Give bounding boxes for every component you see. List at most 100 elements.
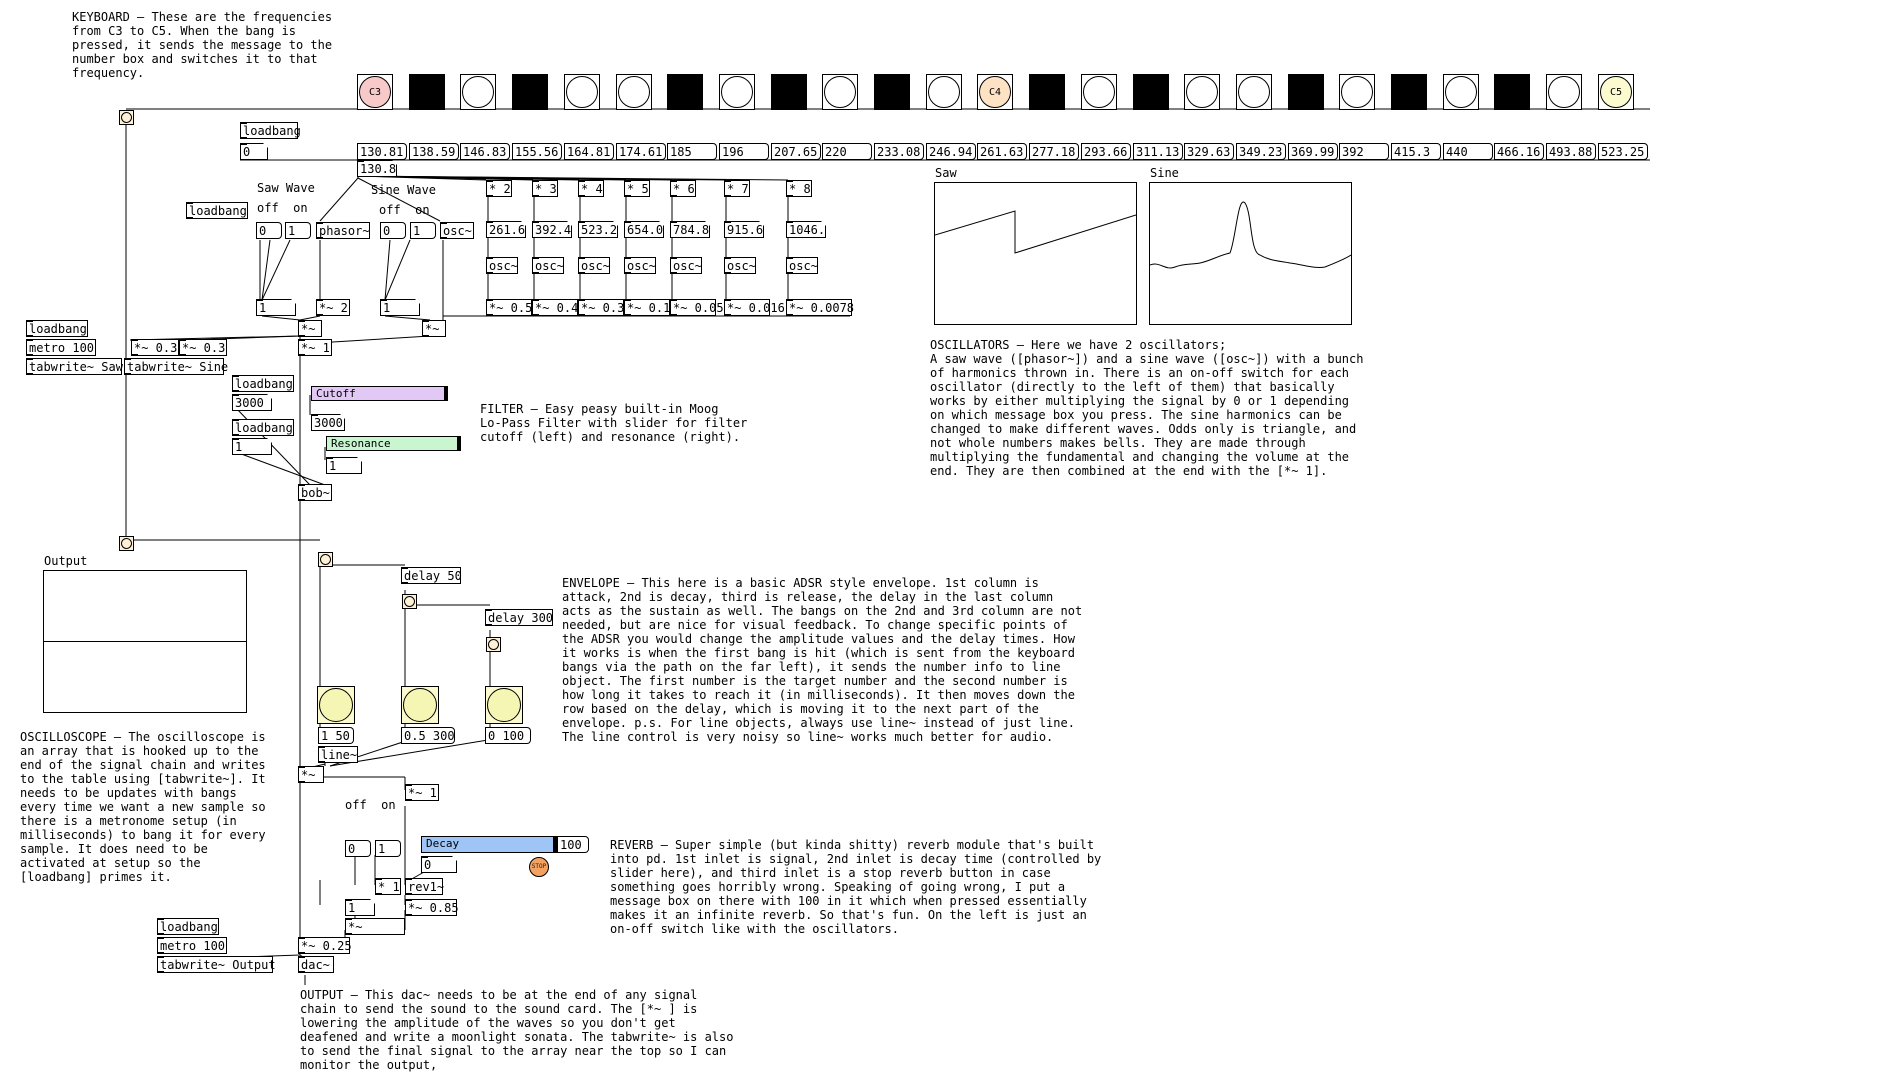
release-bang[interactable]: [486, 637, 501, 652]
freq-message-2[interactable]: 146.83: [460, 143, 510, 160]
freq-message-9[interactable]: 220: [822, 143, 872, 160]
harmonic-osc-5[interactable]: osc~: [724, 257, 756, 274]
sine-gain-number[interactable]: 1: [380, 299, 420, 316]
harmonic-mult-6[interactable]: * 8: [786, 180, 812, 197]
freq-message-20[interactable]: 415.3: [1391, 143, 1441, 160]
black-key-18[interactable]: [1288, 74, 1324, 110]
harmonic-freq-4[interactable]: 784.8: [670, 221, 710, 238]
osc-sum-mul-1[interactable]: *~ 1: [298, 339, 332, 356]
dac-object[interactable]: dac~: [298, 956, 334, 973]
white-key-2[interactable]: [460, 74, 496, 110]
harmonic-osc-2[interactable]: osc~: [578, 257, 610, 274]
harmonic-freq-3[interactable]: 654.0: [624, 221, 664, 238]
white-key-16[interactable]: [1184, 74, 1220, 110]
envelope-trigger-bang[interactable]: [318, 552, 333, 567]
osc-fundamental[interactable]: osc~: [440, 222, 474, 239]
keyboard-bus-bang[interactable]: [119, 110, 134, 125]
reverb-gain-number[interactable]: 1: [345, 899, 375, 916]
mul-1-a[interactable]: * 1: [375, 878, 401, 895]
harmonic-mult-5[interactable]: * 7: [724, 180, 750, 197]
harmonic-freq-0[interactable]: 261.6: [486, 221, 526, 238]
harmonic-mult-2[interactable]: * 4: [578, 180, 604, 197]
white-key-21[interactable]: [1443, 74, 1479, 110]
harmonic-freq-2[interactable]: 523.2: [578, 221, 618, 238]
metro-output[interactable]: metro 100: [157, 937, 227, 954]
black-key-20[interactable]: [1391, 74, 1427, 110]
freq-number-box[interactable]: 130.8: [357, 160, 397, 177]
freq-message-7[interactable]: 196: [719, 143, 769, 160]
loadbang-scope[interactable]: loadbang: [26, 320, 88, 337]
freq-message-15[interactable]: 311.13: [1133, 143, 1183, 160]
bob-filter[interactable]: bob~: [298, 484, 332, 501]
white-key-19[interactable]: [1339, 74, 1375, 110]
delay-50[interactable]: delay 50: [401, 567, 462, 584]
reverb-100-message[interactable]: 100: [557, 836, 589, 853]
scope-bang[interactable]: [119, 536, 134, 551]
white-key-5[interactable]: [616, 74, 652, 110]
harmonic-mult-3[interactable]: * 5: [624, 180, 650, 197]
decay-slider-knob[interactable]: [553, 837, 556, 852]
rev1-object[interactable]: rev1~: [405, 878, 444, 895]
reverb-mul-signal[interactable]: *~: [345, 918, 405, 935]
freq-message-4[interactable]: 164.81: [564, 143, 614, 160]
freq-message-0[interactable]: 130.81: [357, 143, 407, 160]
freq-message-19[interactable]: 392: [1339, 143, 1389, 160]
sine-mul-signal[interactable]: *~: [422, 320, 446, 337]
loadbang-resonance[interactable]: loadbang: [232, 419, 294, 436]
freq-message-13[interactable]: 277.18: [1029, 143, 1079, 160]
freq-message-12[interactable]: 261.63: [977, 143, 1027, 160]
decay-big-bang[interactable]: [401, 686, 439, 724]
harmonic-osc-4[interactable]: osc~: [670, 257, 702, 274]
freq-message-22[interactable]: 466.16: [1494, 143, 1544, 160]
reverb-mul-1[interactable]: *~ 1: [405, 784, 439, 801]
white-key-4[interactable]: [564, 74, 600, 110]
freq-message-24[interactable]: 523.25: [1598, 143, 1648, 160]
loadbang-freq[interactable]: loadbang: [240, 122, 301, 139]
sine-scope-gain[interactable]: *~ 0.3: [179, 339, 227, 356]
sine-on-message[interactable]: 1: [410, 222, 436, 239]
freq-init-number[interactable]: 0: [240, 143, 268, 160]
freq-message-5[interactable]: 174.61: [616, 143, 666, 160]
saw-off-message[interactable]: 0: [256, 222, 282, 239]
harmonic-osc-6[interactable]: osc~: [786, 257, 818, 274]
saw-gain-number[interactable]: 1: [256, 299, 296, 316]
tabwrite-saw[interactable]: tabwrite~ Saw: [26, 358, 123, 375]
freq-message-10[interactable]: 233.08: [874, 143, 924, 160]
harmonic-osc-1[interactable]: osc~: [532, 257, 564, 274]
white-key-7[interactable]: [719, 74, 755, 110]
black-key-15[interactable]: [1133, 74, 1169, 110]
freq-message-21[interactable]: 440: [1443, 143, 1493, 160]
decay-number[interactable]: 0: [421, 856, 457, 873]
saw-mul-signal[interactable]: *~: [298, 320, 322, 337]
white-key-23[interactable]: [1546, 74, 1582, 110]
black-key-3[interactable]: [512, 74, 548, 110]
tabwrite-output[interactable]: tabwrite~ Output: [157, 956, 276, 973]
delay-300[interactable]: delay 300: [485, 609, 553, 626]
white-key-9[interactable]: [822, 74, 858, 110]
black-key-6[interactable]: [667, 74, 703, 110]
saw-on-message[interactable]: 1: [285, 222, 311, 239]
env-release-message[interactable]: 0 100: [485, 727, 531, 744]
decay-bang[interactable]: [402, 594, 417, 609]
freq-message-18[interactable]: 369.99: [1288, 143, 1338, 160]
line-object[interactable]: line~: [318, 746, 358, 763]
reverb-stop-button[interactable]: STOP: [529, 857, 549, 877]
decay-slider[interactable]: Decay: [421, 836, 557, 853]
harmonic-mult-0[interactable]: * 2: [486, 180, 512, 197]
harmonic-gain-2[interactable]: *~ 0.3: [578, 299, 624, 316]
harmonic-freq-5[interactable]: 915.6: [724, 221, 764, 238]
white-key-14[interactable]: [1081, 74, 1117, 110]
freq-message-17[interactable]: 349.23: [1236, 143, 1286, 160]
loadbang-output[interactable]: loadbang: [157, 918, 219, 935]
saw-mul-2[interactable]: *~ 2: [316, 299, 350, 316]
tabwrite-sine[interactable]: tabwrite~ Sine: [124, 358, 228, 375]
black-key-13[interactable]: [1029, 74, 1065, 110]
freq-message-8[interactable]: 207.65: [771, 143, 821, 160]
loadbang-cutoff[interactable]: loadbang: [232, 375, 294, 392]
harmonic-freq-1[interactable]: 392.4: [532, 221, 572, 238]
reverb-on-message[interactable]: 1: [375, 840, 401, 857]
reverb-off-message[interactable]: 0: [345, 840, 371, 857]
loadbang-saw[interactable]: loadbang: [186, 202, 248, 219]
cutoff-number[interactable]: 3000: [311, 414, 345, 431]
attack-big-bang[interactable]: [317, 686, 355, 724]
